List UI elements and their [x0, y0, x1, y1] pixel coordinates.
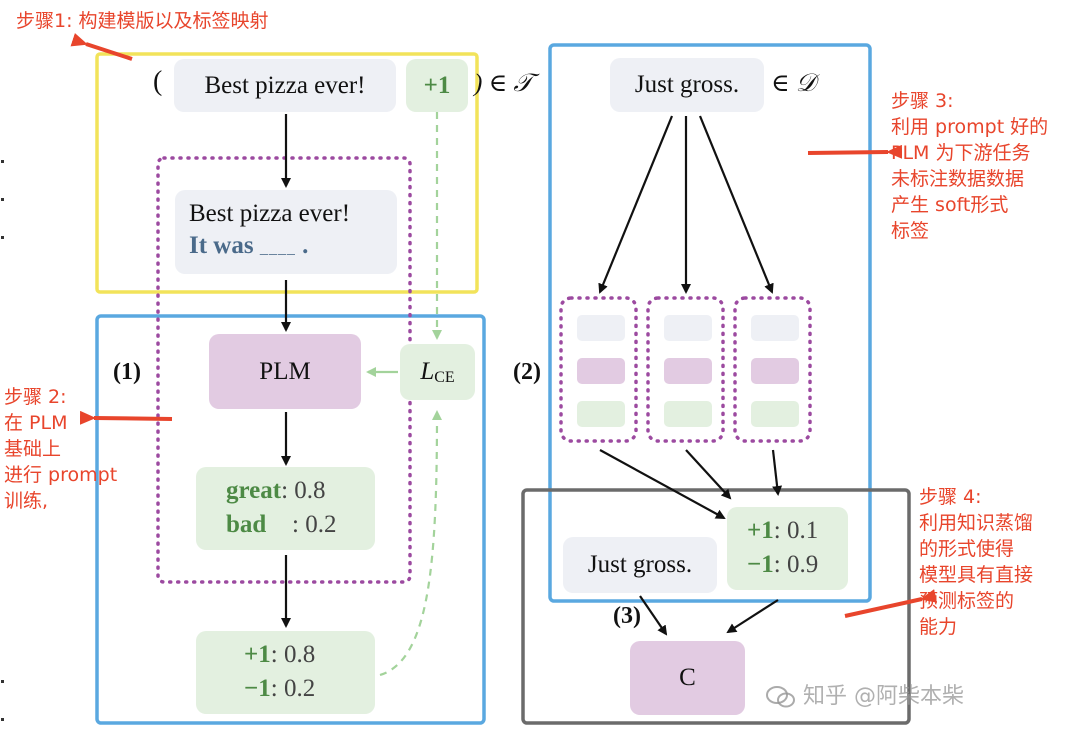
soft-score: : 0.9 [773, 551, 819, 578]
section-label-2: (2) [513, 359, 541, 385]
loss-subscript: CE [434, 369, 455, 386]
template-line2: It was ____ . [189, 232, 308, 260]
distill-input-box: Just gross. [563, 537, 717, 593]
verbalizer-score: : 0.2 [292, 511, 337, 538]
verbalizer-word: great [226, 477, 282, 504]
soft-label-row: +1: 0.1 [747, 517, 818, 545]
classifier-box: C [630, 641, 745, 715]
soft-label: −1 [747, 551, 774, 578]
output-score: : 0.8 [270, 641, 316, 668]
verbalizer-row: great: 0.8 [226, 477, 326, 505]
annotation-step3: 步骤 3: 利用 prompt 好的 PLM 为下游任务 未标注数据数据 产生 … [891, 90, 1049, 242]
soft-score: : 0.1 [773, 517, 819, 544]
open-paren: ( [153, 66, 163, 97]
template-prompt: It was [189, 232, 254, 259]
annotation-step2: 步骤 2: 在 PLM 基础上 进行 prompt 训练, [4, 386, 118, 512]
template-period: . [302, 232, 309, 259]
soft-label: +1 [747, 517, 774, 544]
input-label-box: +1 [406, 59, 468, 112]
unlabeled-example-box: Just gross. [610, 58, 764, 112]
verbalizer-row: bad : 0.2 [226, 511, 336, 539]
output-box: +1: 0.8 −1: 0.2 [196, 631, 375, 714]
section-label-1: (1) [113, 359, 141, 385]
annotation-step1: 步骤1: 构建模版以及标签映射 [16, 10, 269, 32]
verbalizer-box: great: 0.8 bad : 0.2 [196, 467, 375, 550]
output-score: : 0.2 [270, 675, 316, 702]
plm-box: PLM [209, 334, 361, 409]
output-label: −1 [244, 675, 271, 702]
edge-tick [1, 680, 4, 683]
edge-tick [1, 160, 4, 163]
annotation-step4: 步骤 4: 利用知识蒸馏 的形式使得 模型具有直接 预测标签的 能力 [919, 486, 1034, 638]
output-row: −1: 0.2 [244, 675, 315, 703]
blue-frame-right [548, 43, 872, 603]
output-row: +1: 0.8 [244, 641, 315, 669]
section-label-3: (3) [613, 603, 641, 629]
template-box: Best pizza ever! It was ____ . [175, 190, 397, 274]
edge-tick [1, 718, 4, 721]
output-label: +1 [244, 641, 271, 668]
template-line1: Best pizza ever! [189, 200, 351, 227]
blue-frame-left [95, 314, 486, 725]
soft-label-box: +1: 0.1 −1: 0.9 [727, 507, 848, 590]
edge-tick [1, 236, 4, 239]
loss-symbol: L [420, 358, 435, 385]
edge-tick [1, 198, 4, 201]
verbalizer-score: : 0.8 [281, 477, 326, 504]
verbalizer-word: bad [226, 511, 267, 538]
watermark: 知乎 @阿柴本柴 [766, 678, 964, 710]
train-set-symbol: ) ∈ 𝒯 [474, 70, 533, 97]
soft-label-row: −1: 0.9 [747, 551, 818, 579]
unlabeled-set-symbol: ∈ 𝒟 [771, 70, 816, 97]
input-example-box: Best pizza ever! [174, 59, 396, 112]
gray-frame [521, 488, 911, 725]
mask-slot: ____ [259, 240, 296, 257]
watermark-text: 知乎 @阿柴本柴 [803, 684, 964, 709]
wechat-icon [766, 686, 795, 708]
